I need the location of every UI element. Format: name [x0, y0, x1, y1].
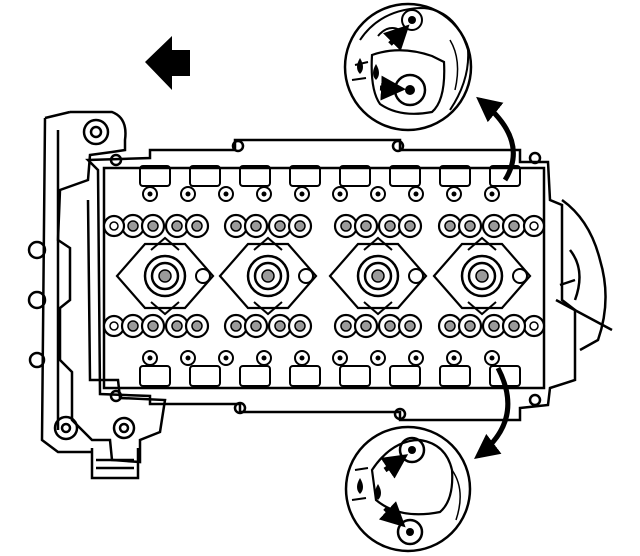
- lower-valve-spring: [267, 313, 293, 339]
- lower-bolt: [180, 350, 196, 366]
- upper-bolt: [484, 186, 500, 202]
- upper-bolt: [256, 186, 272, 202]
- lower-valve-spring: [377, 313, 403, 339]
- bottom-callout-arrow: [474, 366, 511, 460]
- lower-valve-spring: [397, 313, 423, 339]
- lower-rail-tab: [439, 365, 471, 387]
- cylinder-head-outline: [85, 138, 577, 422]
- lower-bolt: [408, 350, 424, 366]
- bore-side-bolt: [512, 268, 528, 284]
- upper-bolt: [408, 186, 424, 202]
- bore-side-bolt: [408, 268, 424, 284]
- lower-bolt: [218, 350, 234, 366]
- lower-bolt: [446, 350, 462, 366]
- upper-rail-tab: [339, 165, 371, 187]
- spark-plug-bore: [218, 236, 318, 316]
- end-stud: [522, 314, 546, 338]
- lower-valve-spring: [457, 313, 483, 339]
- right-side-profile: [555, 198, 613, 352]
- upper-rail-tab: [389, 165, 421, 187]
- end-stud: [522, 214, 546, 238]
- upper-bolt: [294, 186, 310, 202]
- spark-plug-bores: [115, 236, 532, 316]
- lower-valve-spring: [287, 313, 313, 339]
- timing-housing: [27, 110, 167, 480]
- upper-valve-spring: [501, 213, 527, 239]
- lower-bolt: [294, 350, 310, 366]
- upper-bolt: [370, 186, 386, 202]
- lower-rail-bolts: [142, 350, 500, 366]
- upper-rail-tabs: [139, 165, 521, 187]
- upper-valve-spring: [457, 213, 483, 239]
- lower-valve-row: [120, 313, 527, 339]
- upper-valve-spring: [353, 213, 379, 239]
- lower-rail-tab: [339, 365, 371, 387]
- upper-valve-spring: [164, 213, 190, 239]
- upper-rail-tab: [289, 165, 321, 187]
- lower-rail-tab: [189, 365, 221, 387]
- top-detail-view: [343, 2, 473, 132]
- lower-bolt: [142, 350, 158, 366]
- upper-bolt: [142, 186, 158, 202]
- top-callout-arrow: [476, 96, 516, 182]
- upper-valve-spring: [267, 213, 293, 239]
- spark-plug-bore: [328, 236, 428, 316]
- lower-valve-spring: [353, 313, 379, 339]
- lower-bolt: [370, 350, 386, 366]
- lower-bolt: [332, 350, 348, 366]
- upper-bolt: [180, 186, 196, 202]
- upper-valve-spring: [437, 213, 463, 239]
- upper-rail-tab: [189, 165, 221, 187]
- upper-bolt: [218, 186, 234, 202]
- bottom-detail-view: [344, 425, 472, 553]
- lower-valve-spring: [501, 313, 527, 339]
- lower-valve-spring: [437, 313, 463, 339]
- upper-valve-spring: [140, 213, 166, 239]
- spark-plug-bore: [432, 236, 532, 316]
- upper-valve-spring: [333, 213, 359, 239]
- upper-rail-tab: [439, 165, 471, 187]
- upper-valve-spring: [120, 213, 146, 239]
- lower-bolt: [256, 350, 272, 366]
- upper-valve-spring: [377, 213, 403, 239]
- lower-rail-tabs: [139, 365, 521, 387]
- lower-valve-spring: [140, 313, 166, 339]
- upper-rail-tab: [489, 165, 521, 187]
- lower-valve-spring: [243, 313, 269, 339]
- top-detail-arrow-upper: [383, 24, 410, 51]
- upper-rail-tab: [139, 165, 171, 187]
- bore-side-bolt: [195, 268, 211, 284]
- lower-valve-spring: [164, 313, 190, 339]
- lower-rail-tab: [289, 365, 321, 387]
- lower-rail-tab: [239, 365, 271, 387]
- upper-valve-spring: [481, 213, 507, 239]
- lower-valve-spring: [481, 313, 507, 339]
- upper-valve-spring: [397, 213, 423, 239]
- front-direction-arrow: [145, 36, 190, 90]
- upper-bolt: [446, 186, 462, 202]
- lower-valve-spring: [184, 313, 210, 339]
- lower-bolt: [484, 350, 500, 366]
- upper-rail-bolts: [142, 186, 500, 202]
- bore-side-bolt: [298, 268, 314, 284]
- upper-valve-spring: [287, 213, 313, 239]
- lower-valve-spring: [333, 313, 359, 339]
- upper-bolt: [332, 186, 348, 202]
- upper-valve-spring: [243, 213, 269, 239]
- lower-rail-tab: [389, 365, 421, 387]
- lower-valve-spring: [120, 313, 146, 339]
- bottom-detail-arrow-lower: [378, 501, 406, 528]
- lower-valve-spring: [223, 313, 249, 339]
- spark-plug-bore: [115, 236, 215, 316]
- top-detail-arrow-lower: [379, 75, 406, 101]
- upper-rail-tab: [239, 165, 271, 187]
- upper-valve-spring: [223, 213, 249, 239]
- upper-valve-spring: [184, 213, 210, 239]
- end-stud: [102, 214, 126, 238]
- lower-rail-tab: [139, 365, 171, 387]
- upper-valve-row: [102, 213, 546, 338]
- bottom-detail-arrow-upper: [380, 454, 409, 479]
